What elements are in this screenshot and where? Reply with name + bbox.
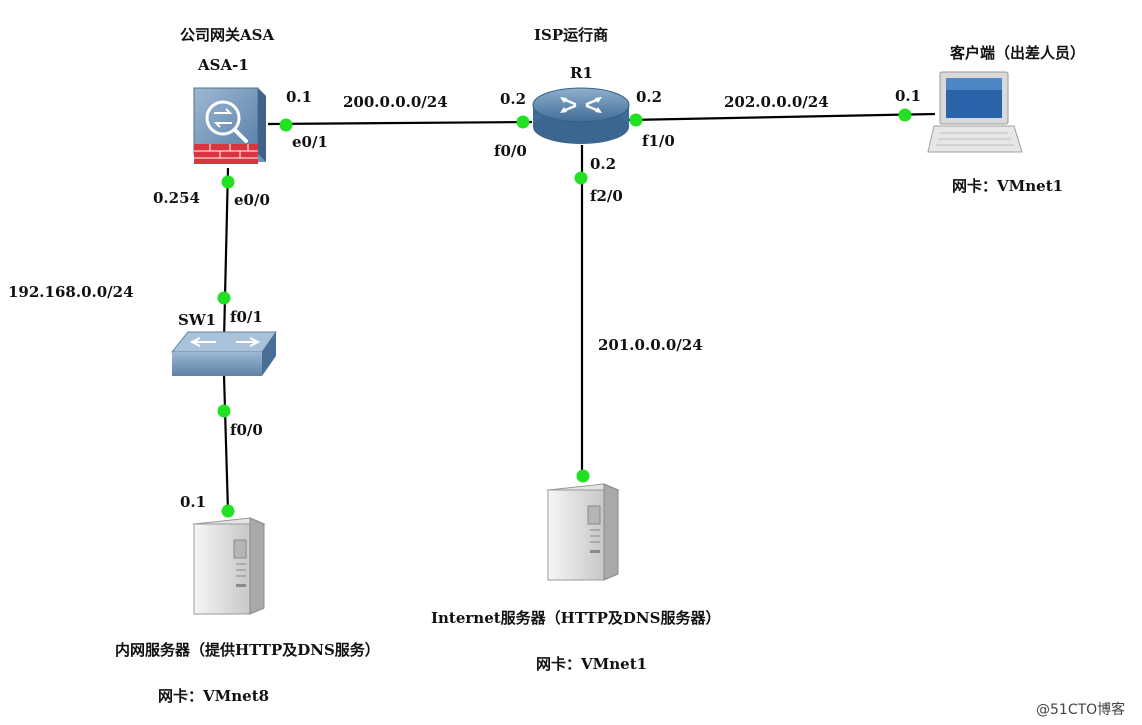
link-asa-r1[interactable] <box>267 120 533 126</box>
subnet-asa-r1-label: 200.0.0.0/24 <box>343 93 448 111</box>
r1-router-device[interactable] <box>532 87 630 144</box>
sw1-switch-device[interactable] <box>170 331 277 376</box>
client-nic-label: 网卡：VMnet1 <box>952 177 1063 195</box>
subnet-r1-internet-label: 201.0.0.0/24 <box>598 336 703 354</box>
server-icon <box>546 483 620 581</box>
firewall-icon <box>193 87 266 164</box>
asa-1-device[interactable] <box>193 87 266 164</box>
port-dot-sw1-f0-0[interactable] <box>217 404 231 418</box>
port-dot-r1-f0-0[interactable] <box>516 115 530 129</box>
intranet-server-title-label: 内网服务器（提供HTTP及DNS服务） <box>115 641 380 659</box>
port-dot-r1-f1-0[interactable] <box>629 113 643 127</box>
r1-f1-0-ip-label: 0.2 <box>636 88 662 106</box>
internet-server-title-label: Internet服务器（HTTP及DNS服务器） <box>431 609 720 627</box>
r1-f2-0-port-label: f2/0 <box>590 187 623 205</box>
port-dot-intranet-server[interactable] <box>221 504 235 518</box>
switch-icon <box>170 331 277 376</box>
sw1-f0-1-port-label: f0/1 <box>230 308 263 326</box>
internet-server-device[interactable] <box>546 483 620 581</box>
internet-server-nic-label: 网卡：VMnet1 <box>536 655 647 673</box>
intranet-server-device[interactable] <box>192 517 266 615</box>
client-title-label: 客户端（出差人员） <box>949 44 1085 62</box>
port-dot-asa-e0-0[interactable] <box>221 175 235 189</box>
port-dot-asa-e0-1[interactable] <box>279 118 293 132</box>
r1-f0-0-ip-label: 0.2 <box>500 90 526 108</box>
link-asa-sw1[interactable] <box>222 167 230 341</box>
r1-f2-0-ip-label: 0.2 <box>590 155 616 173</box>
port-dot-sw1-f0-1[interactable] <box>217 291 231 305</box>
router-name-label: R1 <box>570 64 593 82</box>
laptop-icon <box>927 71 1023 153</box>
asa-title-label: 公司网关ASA <box>180 26 274 44</box>
router-icon <box>532 87 630 144</box>
asa-e0-1-port-label: e0/1 <box>292 133 328 151</box>
r1-f0-0-port-label: f0/0 <box>494 142 527 160</box>
switch-name-label: SW1 <box>178 311 216 329</box>
intranet-server-nic-label: 网卡：VMnet8 <box>158 687 269 705</box>
port-dot-internet-server[interactable] <box>576 469 590 483</box>
asa-e0-0-ip-label: 0.254 <box>153 189 200 207</box>
router-title-label: ISP运行商 <box>534 26 608 44</box>
subnet-r1-client-label: 202.0.0.0/24 <box>724 93 829 111</box>
watermark-label: @51CTO博客 <box>1036 701 1125 718</box>
asa-e0-1-ip-label: 0.1 <box>286 88 312 106</box>
sw1-f0-0-port-label: f0/0 <box>230 421 263 439</box>
server-icon <box>192 517 266 615</box>
r1-f1-0-port-label: f1/0 <box>642 132 675 150</box>
asa-name-label: ASA-1 <box>197 56 249 74</box>
port-dot-client[interactable] <box>898 108 912 122</box>
client-ip-label: 0.1 <box>895 87 921 105</box>
link-r1-client[interactable] <box>627 112 936 122</box>
asa-e0-0-port-label: e0/0 <box>234 191 270 209</box>
link-sw1-intranet-server[interactable] <box>222 374 230 513</box>
intranet-server-ip-label: 0.1 <box>180 493 206 511</box>
subnet-asa-sw1-label: 192.168.0.0/24 <box>8 283 134 301</box>
port-dot-r1-f2-0[interactable] <box>574 171 588 185</box>
client-laptop-device[interactable] <box>927 71 1023 153</box>
